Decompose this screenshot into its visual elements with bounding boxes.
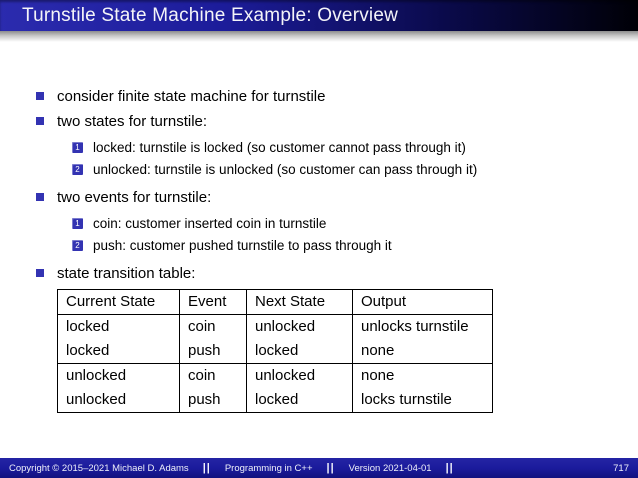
bullet-item: consider finite state machine for turnst… xyxy=(36,87,638,106)
table-cell: locked xyxy=(246,339,353,364)
table-row: unlocked push locked locks turnstile xyxy=(57,388,493,413)
page-number: 717 xyxy=(613,462,629,474)
table-row: unlocked coin unlocked none xyxy=(57,363,493,388)
footer-bar: Copyright © 2015–2021 Michael D. Adams |… xyxy=(0,458,638,478)
enum-number-icon: 1 xyxy=(72,142,83,153)
bullet-square-icon xyxy=(36,269,44,277)
bullet-square-icon xyxy=(36,193,44,201)
table-cell: coin xyxy=(179,314,247,339)
table-cell: unlocked xyxy=(57,363,180,388)
events-enumeration: 1 coin: customer inserted coin in turnst… xyxy=(72,213,638,257)
bullet-text: two events for turnstile: xyxy=(57,189,212,206)
table-header-cell: Event xyxy=(179,289,247,315)
bullet-square-icon xyxy=(36,117,44,125)
enum-number-icon: 2 xyxy=(72,164,83,175)
enum-item: 2 unlocked: turnstile is unlocked (so cu… xyxy=(72,159,638,181)
bullet-item: two events for turnstile: xyxy=(36,188,638,207)
bullet-text: two states for turnstile: xyxy=(57,113,208,130)
enum-text: push: customer pushed turnstile to pass … xyxy=(93,238,392,253)
footer-copyright: Copyright © 2015–2021 Michael D. Adams xyxy=(9,462,189,474)
table-header-cell: Next State xyxy=(246,289,353,315)
footer-separator-icon: || xyxy=(326,462,335,474)
enum-text: unlocked: turnstile is unlocked (so cust… xyxy=(93,162,478,177)
table-row: locked coin unlocked unlocks turnstile xyxy=(57,314,493,339)
enum-item: 2 push: customer pushed turnstile to pas… xyxy=(72,235,638,257)
footer-course: Programming in C++ xyxy=(224,462,313,474)
table-cell: unlocked xyxy=(57,388,180,413)
table-cell: push xyxy=(179,388,247,413)
table-cell: locks turnstile xyxy=(352,388,493,413)
table-cell: locked xyxy=(57,339,180,364)
enum-text: coin: customer inserted coin in turnstil… xyxy=(93,216,327,231)
enum-text: locked: turnstile is locked (so customer… xyxy=(93,140,466,155)
table-cell: unlocked xyxy=(246,363,353,388)
bullet-item: two states for turnstile: xyxy=(36,112,638,131)
enum-number-icon: 1 xyxy=(72,218,83,229)
table-cell: locked xyxy=(57,314,180,339)
title-bar-shadow xyxy=(0,31,638,42)
table-row: locked push locked none xyxy=(57,339,493,364)
table-cell: push xyxy=(179,339,247,364)
table-group-locked: locked coin unlocked unlocks turnstile l… xyxy=(57,314,493,364)
table-header-row: Current State Event Next State Output xyxy=(57,289,493,315)
table-header-cell: Output xyxy=(352,289,493,315)
bullet-square-icon xyxy=(36,92,44,100)
table-cell: none xyxy=(352,339,493,364)
table-cell: coin xyxy=(179,363,247,388)
bullet-item: state transition table: xyxy=(36,264,638,283)
bullet-text: consider finite state machine for turnst… xyxy=(57,88,326,105)
table-cell: unlocks turnstile xyxy=(352,314,493,339)
table-cell: none xyxy=(352,363,493,388)
states-enumeration: 1 locked: turnstile is locked (so custom… xyxy=(72,137,638,181)
bullet-text: state transition table: xyxy=(57,265,196,282)
page-title: Turnstile State Machine Example: Overvie… xyxy=(22,4,399,26)
table-cell: unlocked xyxy=(246,314,353,339)
footer-version: Version 2021-04-01 xyxy=(348,462,432,474)
state-transition-table: Current State Event Next State Output lo… xyxy=(57,289,493,413)
footer-separator-icon: || xyxy=(445,462,454,474)
enum-item: 1 locked: turnstile is locked (so custom… xyxy=(72,137,638,159)
enum-number-icon: 2 xyxy=(72,240,83,251)
footer-separator-icon: || xyxy=(202,462,211,474)
slide-body: consider finite state machine for turnst… xyxy=(36,87,638,413)
table-header-cell: Current State xyxy=(57,289,180,315)
enum-item: 1 coin: customer inserted coin in turnst… xyxy=(72,213,638,235)
table-group-unlocked: unlocked coin unlocked none unlocked pus… xyxy=(57,363,493,413)
slide-title-bar: Turnstile State Machine Example: Overvie… xyxy=(0,0,638,31)
table-cell: locked xyxy=(246,388,353,413)
